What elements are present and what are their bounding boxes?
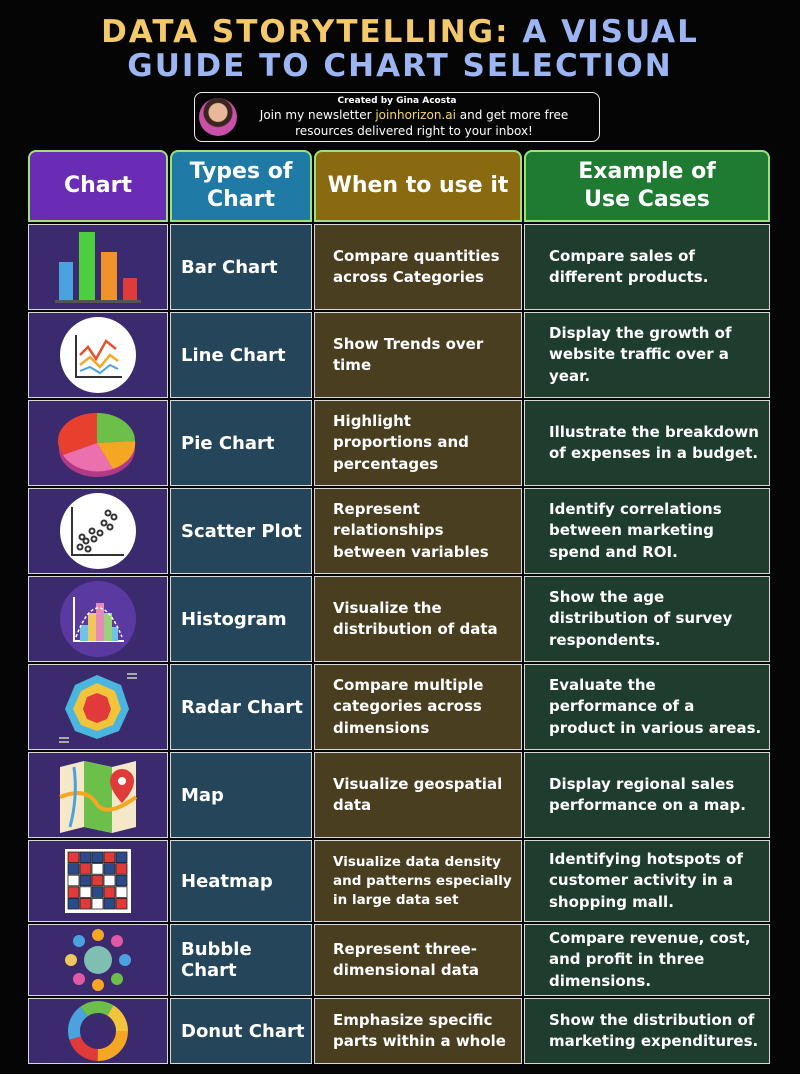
line-chart-icon bbox=[58, 315, 138, 395]
chart-icon-cell bbox=[28, 840, 168, 922]
donut-chart-icon bbox=[67, 1000, 129, 1062]
when-to-use-text: Compare multiple categories across dimen… bbox=[333, 675, 484, 737]
radar-chart-icon bbox=[55, 667, 141, 747]
heatmap-icon bbox=[65, 849, 131, 913]
when-to-use-text: Represent relationships between variable… bbox=[333, 499, 489, 561]
chart-type-cell: Pie Chart bbox=[170, 400, 312, 486]
chart-type-cell: Bubble Chart bbox=[170, 924, 312, 996]
example-use-case-text: Show the age distribution of survey resp… bbox=[549, 587, 733, 649]
chart-icon-cell bbox=[28, 400, 168, 486]
chart-type-label: Radar Chart bbox=[181, 696, 303, 718]
chart-type-cell: Bar Chart bbox=[170, 224, 312, 310]
chart-icon-cell bbox=[28, 488, 168, 574]
newsletter-line: Join my newsletter joinhorizon.ai and ge… bbox=[259, 108, 569, 122]
when-to-use-text: Highlight proportions and percentages bbox=[333, 411, 469, 473]
map-icon bbox=[56, 757, 140, 833]
when-to-use-text: Visualize the distribution of data bbox=[333, 598, 498, 639]
chart-type-label: Donut Chart bbox=[181, 1020, 305, 1042]
chart-type-label: Heatmap bbox=[181, 870, 273, 892]
page-title-line-2: GUIDE TO CHART SELECTION bbox=[127, 48, 673, 84]
chart-type-cell: Radar Chart bbox=[170, 664, 312, 750]
chart-type-cell: Histogram bbox=[170, 576, 312, 662]
header-examples: Example of Use Cases bbox=[524, 150, 770, 222]
chart-icon-cell bbox=[28, 576, 168, 662]
chart-type-cell: Map bbox=[170, 752, 312, 838]
example-use-case-text: Compare revenue, cost, and profit in thr… bbox=[549, 928, 751, 990]
header-types: Types of Chart bbox=[170, 150, 312, 222]
when-to-use-cell: Highlight proportions and percentages bbox=[314, 400, 522, 486]
chart-type-label: Histogram bbox=[181, 608, 287, 630]
example-use-case-cell: Evaluate the performance of a product in… bbox=[524, 664, 770, 750]
example-use-case-cell: Display the growth of website traffic ov… bbox=[524, 312, 770, 398]
when-to-use-cell: Show Trends over time bbox=[314, 312, 522, 398]
when-to-use-cell: Visualize the distribution of data bbox=[314, 576, 522, 662]
when-to-use-cell: Compare multiple categories across dimen… bbox=[314, 664, 522, 750]
chart-icon-cell bbox=[28, 312, 168, 398]
histogram-icon bbox=[58, 579, 138, 659]
chart-icon-cell bbox=[28, 924, 168, 996]
chart-type-label: Bar Chart bbox=[181, 256, 278, 278]
chart-type-label: Scatter Plot bbox=[181, 520, 302, 542]
example-use-case-cell: Identify correlations between marketing … bbox=[524, 488, 770, 574]
example-use-case-cell: Compare revenue, cost, and profit in thr… bbox=[524, 924, 770, 996]
chart-type-label: Bubble Chart bbox=[181, 939, 252, 981]
bubble-chart-icon bbox=[63, 927, 133, 993]
example-use-case-text: Show the distribution of marketing expen… bbox=[549, 1010, 759, 1051]
chart-icon-cell bbox=[28, 224, 168, 310]
chart-type-cell: Scatter Plot bbox=[170, 488, 312, 574]
example-use-case-text: Illustrate the breakdown of expenses in … bbox=[549, 422, 759, 463]
chart-icon-cell bbox=[28, 664, 168, 750]
chart-icon-cell bbox=[28, 998, 168, 1064]
page-title-line-1: DATA STORYTELLING: A VISUAL bbox=[101, 14, 699, 50]
credit-box: Created by Gina Acosta Join my newslette… bbox=[194, 92, 600, 142]
when-to-use-cell: Compare quantities across Categories bbox=[314, 224, 522, 310]
chart-type-label: Line Chart bbox=[181, 344, 286, 366]
when-to-use-text: Emphasize specific parts within a whole bbox=[333, 1010, 506, 1051]
header-chart: Chart bbox=[28, 150, 168, 222]
bar-chart-icon bbox=[53, 228, 143, 306]
pie-chart-icon bbox=[55, 403, 141, 483]
when-to-use-text: Represent three-dimensional data bbox=[333, 939, 480, 980]
example-use-case-cell: Identifying hotspots of customer activit… bbox=[524, 840, 770, 922]
when-to-use-cell: Visualize geospatial data bbox=[314, 752, 522, 838]
example-use-case-text: Display the growth of website traffic ov… bbox=[549, 323, 732, 385]
when-to-use-cell: Visualize data density and patterns espe… bbox=[314, 840, 522, 922]
newsletter-line-2: resources delivered right to your inbox! bbox=[295, 124, 533, 138]
avatar bbox=[199, 98, 237, 136]
example-use-case-text: Compare sales of different products. bbox=[549, 246, 709, 287]
example-use-case-text: Evaluate the performance of a product in… bbox=[549, 675, 762, 737]
newsletter-link[interactable]: joinhorizon.ai bbox=[375, 108, 456, 122]
when-to-use-cell: Emphasize specific parts within a whole bbox=[314, 998, 522, 1064]
example-use-case-text: Identify correlations between marketing … bbox=[549, 499, 722, 561]
when-to-use-text: Visualize data density and patterns espe… bbox=[333, 853, 512, 908]
example-use-case-cell: Show the distribution of marketing expen… bbox=[524, 998, 770, 1064]
when-to-use-cell: Represent relationships between variable… bbox=[314, 488, 522, 574]
example-use-case-cell: Show the age distribution of survey resp… bbox=[524, 576, 770, 662]
when-to-use-cell: Represent three-dimensional data bbox=[314, 924, 522, 996]
chart-type-label: Pie Chart bbox=[181, 432, 275, 454]
example-use-case-cell: Display regional sales performance on a … bbox=[524, 752, 770, 838]
chart-type-cell: Donut Chart bbox=[170, 998, 312, 1064]
author-credit: Created by Gina Acosta bbox=[337, 96, 457, 106]
header-when: When to use it bbox=[314, 150, 522, 222]
example-use-case-cell: Compare sales of different products. bbox=[524, 224, 770, 310]
when-to-use-text: Show Trends over time bbox=[333, 334, 484, 375]
example-use-case-text: Identifying hotspots of customer activit… bbox=[549, 849, 743, 911]
example-use-case-cell: Illustrate the breakdown of expenses in … bbox=[524, 400, 770, 486]
chart-type-cell: Line Chart bbox=[170, 312, 312, 398]
chart-icon-cell bbox=[28, 752, 168, 838]
when-to-use-text: Compare quantities across Categories bbox=[333, 246, 500, 287]
when-to-use-text: Visualize geospatial data bbox=[333, 774, 503, 815]
chart-type-label: Map bbox=[181, 784, 224, 806]
example-use-case-text: Display regional sales performance on a … bbox=[549, 774, 746, 815]
chart-type-cell: Heatmap bbox=[170, 840, 312, 922]
scatter-plot-icon bbox=[58, 491, 138, 571]
